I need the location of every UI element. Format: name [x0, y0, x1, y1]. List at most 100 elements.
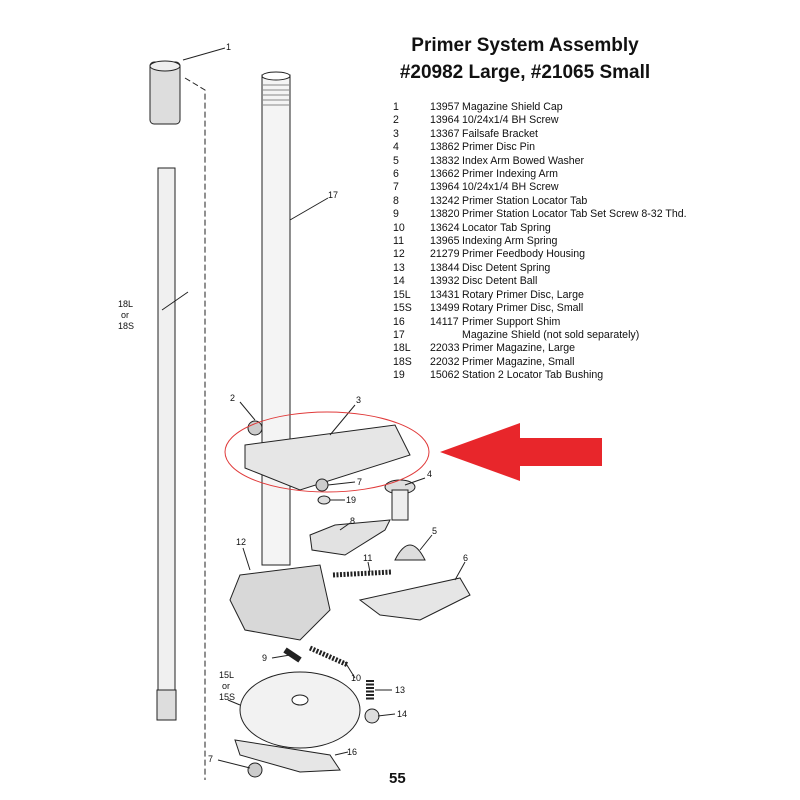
item-number: 14 [393, 275, 405, 288]
item-number: 4 [393, 141, 399, 154]
callout-18l: 18L [118, 299, 133, 309]
item-number: 16 [393, 315, 405, 328]
callout-17: 17 [328, 190, 338, 200]
item-number: 1 [393, 101, 399, 113]
callout-19: 19 [346, 495, 356, 505]
part-number: 21279 [430, 248, 460, 261]
part-description: Primer Magazine, Small [462, 355, 575, 368]
item-number: 13 [393, 261, 405, 274]
item-number: 15L [393, 288, 411, 301]
failsafe-bracket [244, 424, 411, 491]
magazine-shield-tube [261, 74, 291, 566]
callout-labels: 1 18L or 18S 17 2 3 4 7 19 8 5 11 6 12 9… [118, 42, 468, 764]
item-number: 10 [393, 221, 405, 234]
part-number: 22033 [430, 342, 460, 355]
callout-or-15: or [222, 681, 230, 691]
item-number: 8 [393, 194, 399, 207]
primer-magazine-tube [157, 167, 176, 721]
callout-1: 1 [226, 42, 231, 52]
part-number: 13499 [430, 302, 460, 315]
part-number: 13662 [430, 168, 460, 181]
disc-detent-ball [364, 708, 380, 724]
part-number: 15062 [430, 369, 460, 382]
feedbody-housing [229, 564, 331, 641]
item-number: 11 [393, 235, 404, 248]
item-number: 9 [393, 208, 399, 221]
part-description: Indexing Arm Spring [462, 235, 558, 248]
part-number: 22032 [430, 355, 460, 368]
callout-15s: 15S [219, 692, 235, 702]
callout-16: 16 [347, 747, 357, 757]
item-number: 7 [393, 181, 399, 194]
callout-4: 4 [427, 469, 432, 479]
part-number: 13862 [430, 141, 460, 154]
part-description: Primer Disc Pin [462, 141, 535, 154]
indexing-arm [358, 577, 471, 621]
callout-12: 12 [236, 537, 246, 547]
bowed-washer [394, 544, 426, 561]
assembly-dashed-line [184, 77, 206, 780]
part-description: Disc Detent Spring [462, 261, 551, 274]
part-description: Failsafe Bracket [462, 127, 538, 140]
callout-5: 5 [432, 526, 437, 536]
title-line-1: Primer System Assembly [411, 35, 639, 56]
part-description: Rotary Primer Disc, Large [462, 288, 584, 301]
part-number: 13957 [430, 101, 460, 113]
callout-10: 10 [351, 673, 361, 683]
item-number: 6 [393, 168, 399, 181]
item-number: 18L [393, 342, 411, 355]
item-number: 12 [393, 248, 405, 261]
part-number: 14117 [430, 315, 459, 328]
part-description: 10/24x1/4 BH Screw [462, 181, 559, 194]
set-screw-9 [283, 647, 302, 663]
bh-screw-7-lower [247, 762, 263, 778]
highlight-ellipse [224, 411, 430, 493]
part-description: Primer Station Locator Tab Set Screw 8-3… [462, 208, 687, 221]
part-description: Primer Indexing Arm [462, 168, 558, 181]
callout-2: 2 [230, 393, 235, 403]
rotary-primer-disc [239, 671, 361, 749]
part-number: 13820 [430, 208, 460, 221]
item-number: 5 [393, 154, 399, 167]
indexing-arm-spring [332, 569, 393, 578]
part-number: 13242 [430, 194, 460, 207]
locator-tab-bushing [317, 495, 331, 505]
callout-7-lower: 7 [208, 754, 213, 764]
part-number: 13431 [430, 288, 460, 301]
callout-14: 14 [397, 709, 407, 719]
part-number: 13964 [430, 114, 460, 127]
red-arrow-icon [440, 423, 602, 481]
part-number: 13367 [430, 127, 460, 140]
callout-18s: 18S [118, 321, 134, 331]
item-number: 3 [393, 127, 399, 140]
callout-3: 3 [356, 395, 361, 405]
primer-support-shim [234, 739, 341, 773]
part-description: 10/24x1/4 BH Screw [462, 114, 559, 127]
item-number: 15S [393, 302, 412, 315]
part-description: Primer Feedbody Housing [462, 248, 586, 261]
item-number: 19 [393, 369, 405, 382]
callout-15l: 15L [219, 670, 234, 680]
part-description: Rotary Primer Disc, Small [462, 302, 584, 315]
part-number: 13932 [430, 275, 460, 288]
